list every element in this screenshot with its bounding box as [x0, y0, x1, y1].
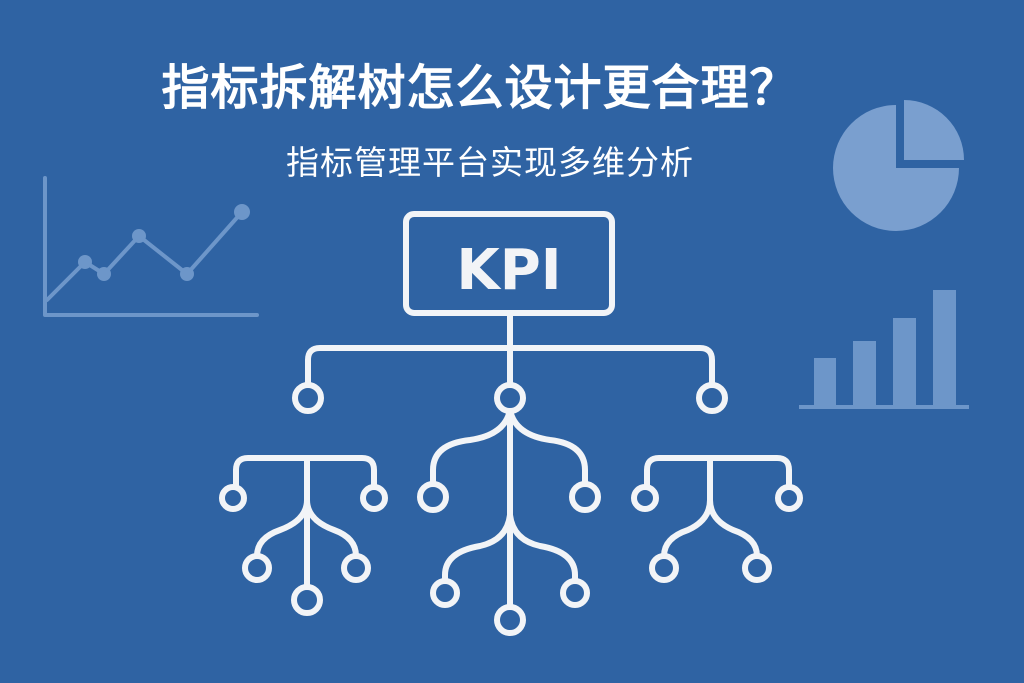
- bar-chart-icon: [799, 290, 969, 409]
- kpi-tree: KPI: [219, 211, 803, 636]
- chart-line: [45, 210, 244, 302]
- kpi-label: KPI: [456, 238, 561, 303]
- page-subtitle: 指标管理平台实现多维分析: [286, 143, 694, 182]
- page-title: 指标拆解树怎么设计更合理？: [161, 60, 799, 116]
- line-chart-icon: [43, 176, 259, 317]
- chart-axes: [43, 176, 259, 317]
- pie-chart-icon: [833, 100, 964, 231]
- tree-nodes: [219, 382, 803, 636]
